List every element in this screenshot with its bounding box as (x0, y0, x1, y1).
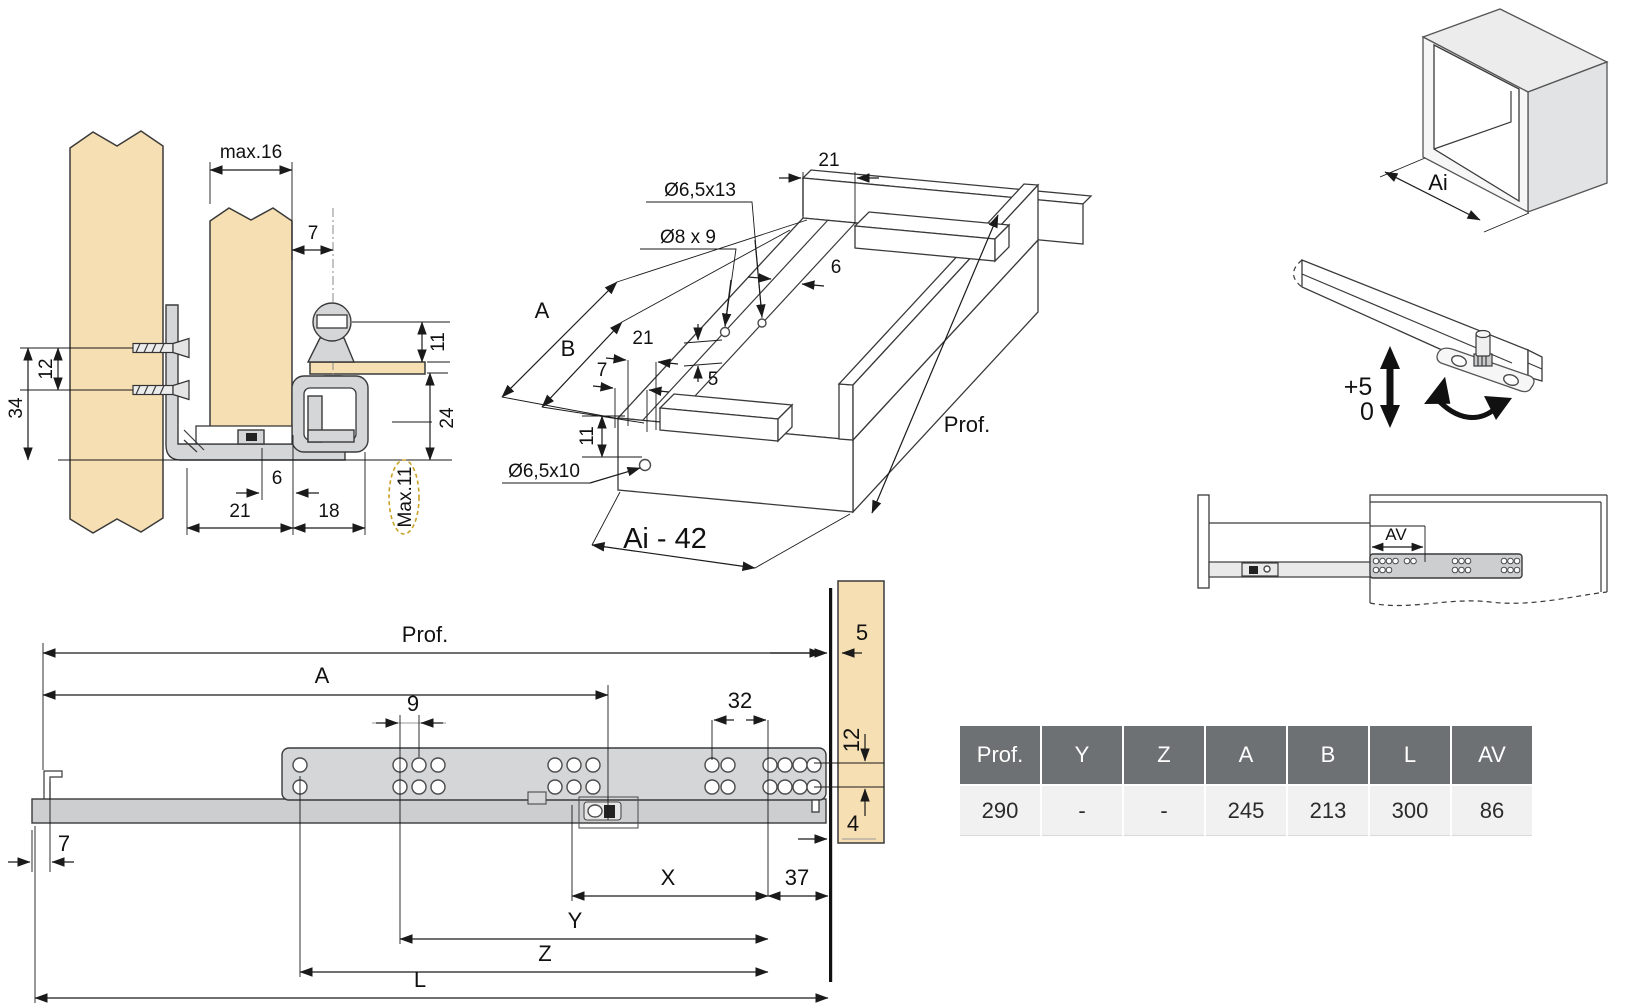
value-av: 86 (1452, 786, 1532, 836)
dim-21: 21 (229, 501, 250, 522)
dim-4: 4 (847, 811, 859, 836)
dim-34: 34 (6, 397, 27, 419)
spec-table-header-row: Prof. Y Z A B L AV (960, 726, 1532, 784)
dim-5: 5 (708, 369, 719, 390)
hole-65x10 (638, 458, 652, 472)
label-hole-mid: Ø8 x 9 (660, 227, 716, 248)
cabinet-rail (1369, 553, 1523, 579)
max11-highlight (388, 459, 420, 535)
dim-7: 7 (597, 360, 608, 381)
value-a: 245 (1206, 786, 1286, 836)
label-zero: 0 (1360, 398, 1374, 426)
rail-holes (1372, 557, 1521, 574)
drawer-bottom-strip (309, 361, 426, 375)
adjustment-diagram: +5 0 (1292, 259, 1543, 428)
dim-av: AV (1385, 525, 1407, 544)
dim-Z: Z (538, 941, 551, 966)
hole-65x13 (757, 318, 767, 328)
dim-Y: Y (568, 908, 583, 933)
dim-6: 6 (831, 257, 842, 278)
dim-12: 12 (839, 728, 864, 752)
dim-A: A (535, 298, 550, 323)
spec-table-data-row: 290 - - 245 213 300 86 (960, 786, 1532, 836)
dim-24: 24 (437, 407, 458, 429)
dim-B: B (561, 336, 576, 361)
drawer-front (1197, 494, 1210, 589)
latch (1241, 562, 1279, 577)
value-y: - (1042, 786, 1122, 836)
label-hole-top: Ø6,5x13 (664, 180, 736, 201)
up-down-arrow-icon (1380, 346, 1400, 428)
dim-prof: Prof. (402, 622, 448, 647)
hole-8x9 (719, 326, 731, 338)
label-hole-front: Ø6,5x10 (508, 461, 580, 482)
side-panel (69, 130, 164, 534)
screw-icon (132, 379, 190, 401)
dim-X: X (661, 865, 676, 890)
dim-ai: Ai (1428, 170, 1448, 195)
dim-11: 11 (577, 426, 598, 446)
dim-11: 11 (428, 332, 449, 352)
col-a: A (1206, 726, 1286, 784)
dim-9: 9 (407, 691, 419, 716)
value-b: 213 (1288, 786, 1368, 836)
dim-18: 18 (318, 501, 339, 522)
col-z: Z (1124, 726, 1204, 784)
latch-detail (527, 791, 639, 829)
spec-table: Prof. Y Z A B L AV 290 - - 245 213 300 8… (958, 724, 1534, 838)
front-hook (43, 770, 63, 799)
right-rail (838, 383, 854, 441)
extension-diagram: AV (1197, 494, 1608, 607)
dim-max11: Max.11 (395, 467, 416, 528)
front-cleat (658, 393, 794, 443)
cabinet-side (1369, 494, 1608, 607)
dim-prof: Prof. (944, 412, 990, 437)
isometric-drawer-diagram: Ø6,5x13 Ø8 x 9 Ø6,5x10 21 6 A B 21 7 (501, 150, 1093, 571)
col-y: Y (1042, 726, 1122, 784)
value-l: 300 (1370, 786, 1450, 836)
adjust-pin (1473, 329, 1493, 367)
col-l: L (1370, 726, 1450, 784)
cabinet-diagram: Ai (1379, 8, 1609, 233)
label-plus5: +5 (1344, 373, 1373, 401)
rail-body (1301, 259, 1529, 378)
dim-ai42: Ai - 42 (623, 523, 707, 555)
dim-5: 5 (856, 620, 868, 645)
cabinet-opening (1433, 43, 1520, 203)
value-prof: 290 (960, 786, 1040, 836)
cross-section-diagram: 12 34 max.16 7 11 24 6 21 18 Max.11 (6, 130, 458, 535)
dim-6: 6 (272, 468, 283, 489)
side-view-diagram: Prof. 5 A 9 32 12 4 7 X (8, 580, 885, 1003)
dim-12: 12 (36, 358, 57, 379)
dim-7: 7 (308, 223, 319, 244)
col-av: AV (1452, 726, 1532, 784)
dim-A: A (315, 663, 330, 688)
col-b: B (1288, 726, 1368, 784)
drawer-rail-bar (31, 798, 827, 824)
dim-21-top: 21 (818, 150, 839, 171)
dim-max16: max.16 (220, 142, 282, 163)
locking-mechanism (183, 425, 293, 453)
rotate-arrow-icon (1424, 376, 1512, 420)
dim-21-left: 21 (632, 328, 653, 349)
dim-37: 37 (785, 865, 809, 890)
dim-L: L (414, 967, 426, 992)
dim-7: 7 (58, 831, 70, 856)
front-reference-line (829, 588, 833, 982)
drawer-side-panel (209, 207, 293, 431)
value-z: - (1124, 786, 1204, 836)
dim-32: 32 (728, 688, 752, 713)
runner-profile (291, 375, 369, 453)
col-prof: Prof. (960, 726, 1040, 784)
